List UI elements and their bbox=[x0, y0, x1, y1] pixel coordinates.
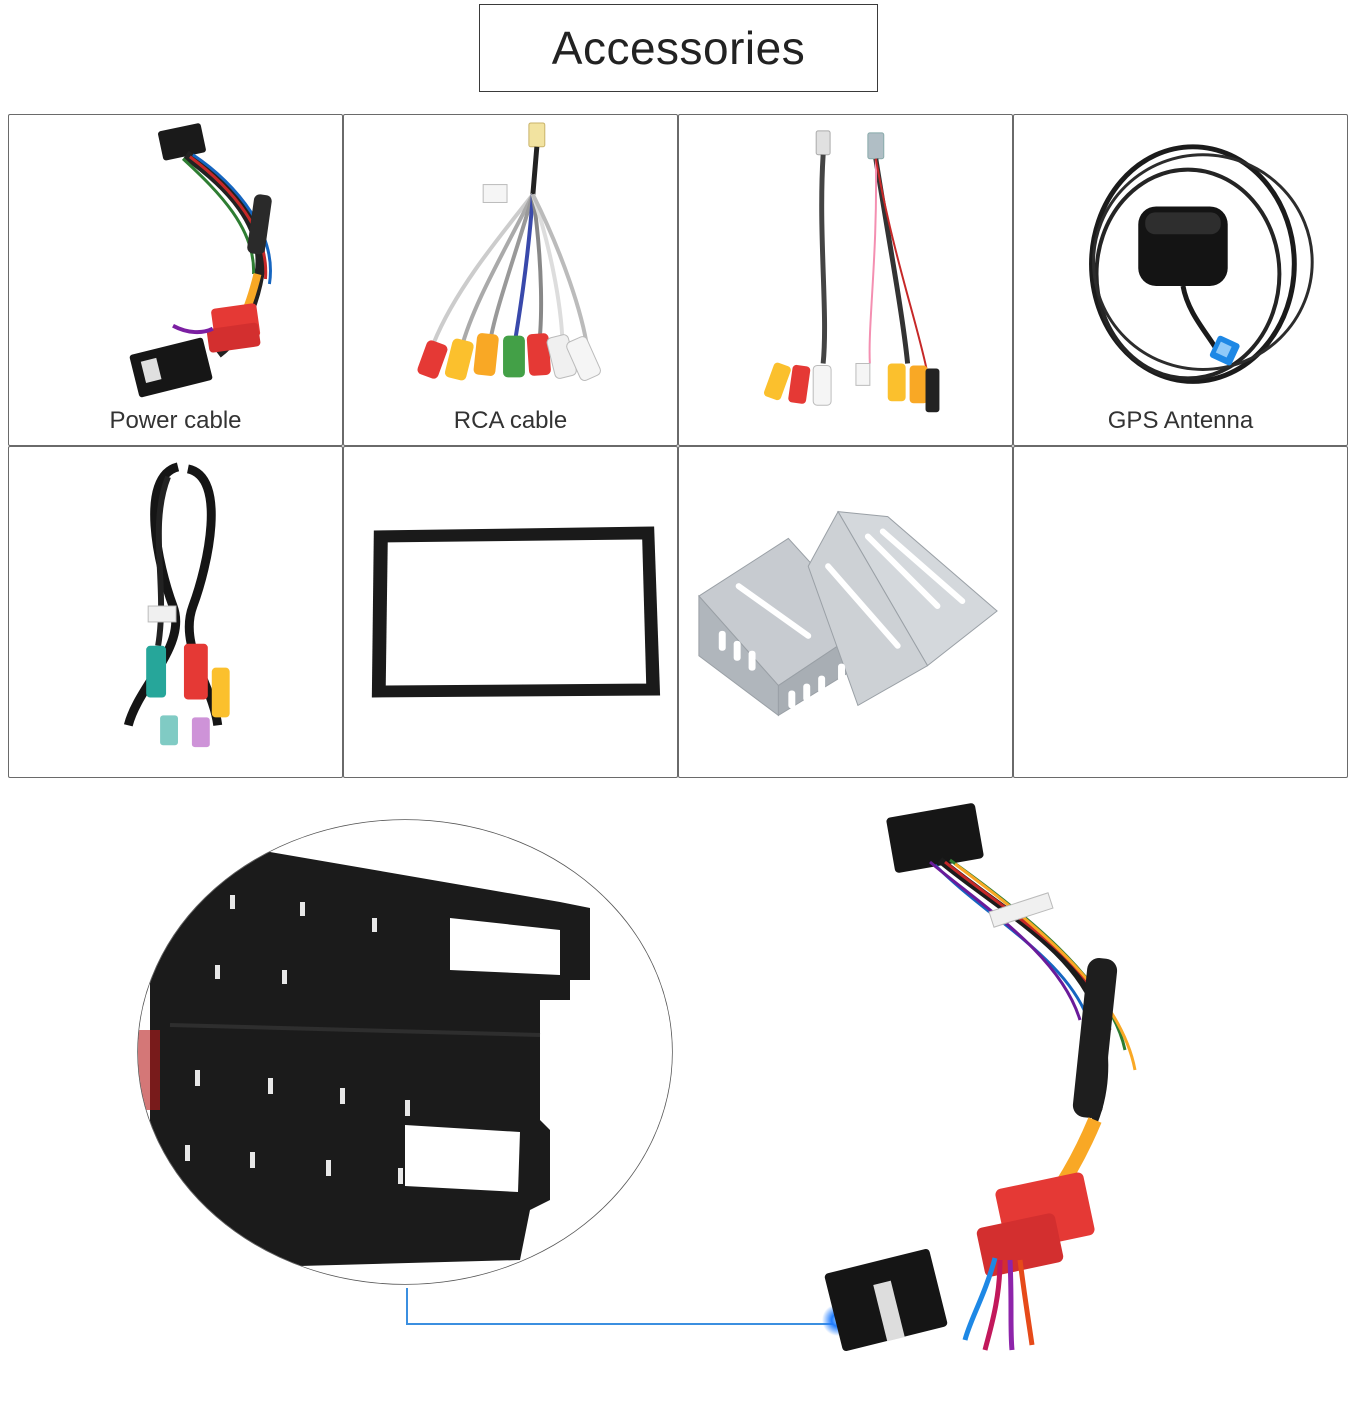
power-cable-icon bbox=[129, 123, 272, 398]
power-harness-photo bbox=[824, 803, 1137, 1352]
accessory-cell-antenna-cable bbox=[8, 446, 343, 778]
accessory-cell-video-cable bbox=[678, 114, 1013, 446]
zoom-magnifier bbox=[137, 819, 673, 1285]
connector-detail-section bbox=[0, 790, 1355, 1404]
accessory-cell-mounting-bracket bbox=[678, 446, 1013, 778]
accessory-cell-trim-frame bbox=[343, 446, 678, 778]
accessory-label: RCA cable bbox=[453, 407, 568, 434]
mounting-bracket-icon bbox=[698, 510, 998, 717]
page-title: Accessories bbox=[551, 22, 806, 74]
accessory-grid: Power cable bbox=[8, 114, 1348, 778]
accessory-label: Power cable bbox=[109, 407, 242, 434]
rca-cable-icon bbox=[417, 122, 601, 381]
page-title-box: Accessories bbox=[479, 4, 878, 92]
accessory-label: GPS Antenna bbox=[1107, 407, 1254, 434]
gps-antenna-icon bbox=[1089, 144, 1314, 384]
trim-frame-icon bbox=[371, 526, 661, 698]
connector-detail-illustration bbox=[137, 803, 1137, 1352]
accessory-cell-empty bbox=[1013, 446, 1348, 778]
accessory-cell-gps-antenna: GPS Antenna bbox=[1013, 114, 1348, 446]
accessory-cell-rca-cable: RCA cable bbox=[343, 114, 678, 446]
callout-line bbox=[406, 1288, 838, 1325]
video-cable-icon bbox=[764, 130, 940, 413]
usb-cable-icon bbox=[123, 462, 230, 748]
accessory-cell-power-cable: Power cable bbox=[8, 114, 343, 446]
